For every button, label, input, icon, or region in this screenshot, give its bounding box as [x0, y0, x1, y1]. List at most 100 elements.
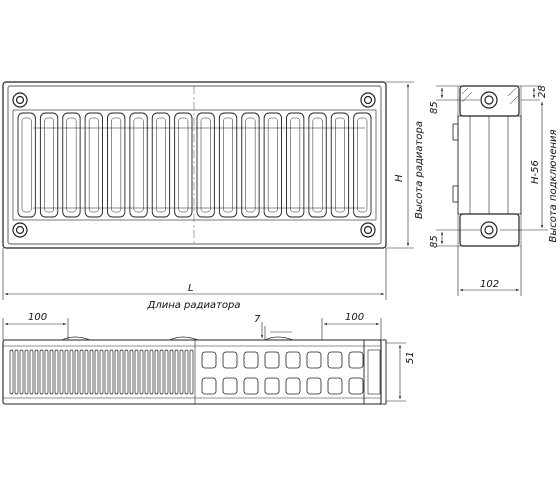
top-end-cap: [363, 339, 387, 405]
top-pin-offset: 7: [254, 314, 261, 325]
top-grille-slot: [201, 377, 217, 395]
top-view: [2, 336, 387, 405]
front-fin: [39, 112, 59, 218]
top-fin: [129, 349, 134, 395]
top-fin: [109, 349, 114, 395]
top-fin: [49, 349, 54, 395]
front-fin-inner: [357, 117, 368, 213]
side-connection-height: H-56: [530, 160, 541, 184]
front-fin-inner: [66, 117, 77, 213]
top-fin: [64, 349, 69, 395]
top-fin: [89, 349, 94, 395]
front-plug-bottom-right: [360, 222, 376, 238]
front-fin-inner: [156, 117, 166, 213]
front-fin: [286, 112, 305, 218]
top-grille-slot: [243, 351, 259, 369]
front-fin: [353, 112, 372, 218]
front-fin-inner: [223, 117, 233, 213]
top-grille-slot: [327, 377, 343, 395]
front-fin-inner: [178, 117, 189, 213]
side-body: [457, 115, 522, 215]
height-caption: Высота радиатора: [414, 121, 425, 219]
top-fin: [74, 349, 79, 395]
front-plug-bottom-left: [12, 222, 28, 238]
top-grille-slot: [285, 377, 301, 395]
side-dimensions: [436, 85, 548, 296]
side-top-offset: 28: [537, 85, 548, 98]
top-fin: [184, 349, 189, 395]
front-fin-inner: [335, 117, 345, 213]
top-grille-slot: [243, 377, 259, 395]
top-fin: [139, 349, 144, 395]
side-bracket-upper: [452, 123, 459, 141]
side-lower-gap: 85: [429, 235, 440, 248]
side-bracket-lower: [452, 185, 459, 203]
top-grille-slot: [264, 377, 280, 395]
side-view: [452, 85, 522, 247]
front-fin: [174, 112, 193, 218]
top-fin: [59, 349, 64, 395]
length-dimension: [2, 248, 387, 300]
top-grille-slot: [306, 377, 322, 395]
side-inlet-top: [480, 91, 498, 109]
height-dimension: [386, 81, 414, 249]
front-fin-inner: [312, 117, 323, 213]
top-grille-slot: [306, 351, 322, 369]
front-fin: [218, 112, 238, 218]
top-fin: [14, 349, 19, 395]
side-upper-gap: 85: [429, 101, 440, 114]
front-fin-inner: [88, 117, 99, 213]
front-fin: [330, 112, 350, 218]
front-fin-inner: [200, 117, 211, 213]
front-panel-area: [12, 109, 377, 221]
top-fin: [24, 349, 29, 395]
length-symbol: L: [188, 283, 194, 294]
front-fin-inner: [245, 117, 256, 213]
top-fin: [54, 349, 59, 395]
top-fin: [124, 349, 129, 395]
top-left-margin: 100: [28, 312, 47, 323]
top-grille-slot: [201, 351, 217, 369]
front-fin-inner: [111, 117, 122, 213]
front-fin: [84, 112, 103, 218]
top-fin: [164, 349, 169, 395]
top-fin: [9, 349, 14, 395]
front-fin-inner: [133, 117, 144, 213]
front-fin: [129, 112, 148, 218]
top-fin: [79, 349, 84, 395]
top-fin: [34, 349, 39, 395]
front-outer-frame: [2, 81, 387, 249]
length-caption: Длина радиатора: [147, 300, 241, 311]
height-symbol: H: [394, 174, 405, 182]
top-grille-slot: [285, 351, 301, 369]
top-fin: [134, 349, 139, 395]
top-grille-slot: [348, 351, 364, 369]
top-fin: [144, 349, 149, 395]
front-plug-top-right: [360, 92, 376, 108]
front-fin: [241, 112, 260, 218]
top-fin: [174, 349, 179, 395]
top-fin: [29, 349, 34, 395]
front-fin: [263, 112, 282, 218]
top-grille-slot: [264, 351, 280, 369]
front-fin-inner: [267, 117, 278, 213]
top-fin: [169, 349, 174, 395]
side-depth: 102: [480, 279, 499, 290]
top-fin: [114, 349, 119, 395]
top-convector-fins: [9, 349, 194, 395]
top-fin: [119, 349, 124, 395]
top-right-margin: 100: [345, 312, 364, 323]
top-fin: [154, 349, 159, 395]
front-fin: [151, 112, 171, 218]
front-fin-inner: [21, 117, 32, 213]
top-grille-slot: [222, 377, 238, 395]
top-fin: [189, 349, 194, 395]
top-grille-slot: [348, 377, 364, 395]
top-fin: [149, 349, 154, 395]
front-fin: [308, 112, 327, 218]
front-inner-frame: [7, 85, 382, 245]
top-fin: [19, 349, 24, 395]
front-fin: [196, 112, 215, 218]
